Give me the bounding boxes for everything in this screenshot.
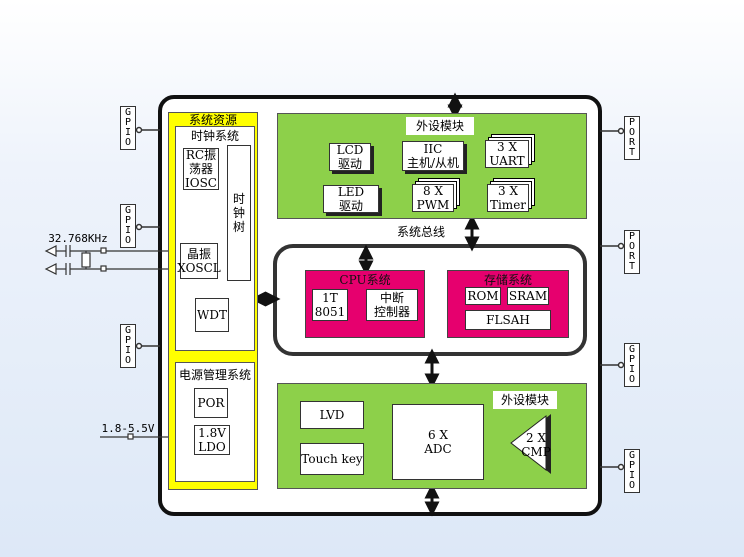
power-management-panel — [175, 362, 255, 482]
interrupt-controller-block: 中断 控制器 — [366, 289, 418, 321]
peripheral-top-title: 外设模块 — [406, 117, 474, 135]
touch-key-block: Touch key — [300, 443, 364, 475]
uart-block: 3 X UART — [485, 140, 529, 168]
system-resources-title: 系统资源 — [188, 113, 237, 127]
adc-block: 6 X ADC — [392, 404, 484, 480]
power-management-title: 电源管理系统 — [178, 368, 251, 382]
crystal-frequency-label: 32.768KHz — [48, 232, 108, 245]
storage-system-title: 存储系统 — [483, 273, 532, 287]
led-driver-block: LED 驱动 — [323, 185, 379, 213]
iic-block: IIC 主机/从机 — [402, 141, 464, 171]
supply-voltage-label: 1.8-5.5V — [101, 422, 155, 435]
rom-block: ROM — [465, 287, 501, 305]
wdt-block: WDT — [195, 298, 229, 332]
comparator-label: 2 X CMP — [521, 431, 551, 459]
pwm-block: 8 X PWM — [412, 184, 454, 212]
clock-tree-block: 时 钟 树 — [227, 145, 251, 281]
lcd-driver-block: LCD 驱动 — [329, 143, 371, 171]
system-bus-label: 系统总线 — [396, 225, 445, 239]
crystal-oscillator-block: 晶振 XOSCL — [177, 243, 221, 279]
ldo-block: 1.8V LDO — [194, 425, 230, 455]
sram-block: SRAM — [507, 287, 549, 305]
lvd-block: LVD — [300, 401, 364, 429]
cpu-core-block: 1T 8051 — [312, 289, 348, 321]
peripheral-bottom-title: 外设模块 — [493, 391, 557, 409]
cpu-system-title: CPU系统 — [339, 273, 391, 287]
clock-system-title: 时钟系统 — [190, 129, 239, 143]
flash-block: FLSAH — [465, 310, 551, 330]
timer-block: 3 X Timer — [487, 184, 529, 212]
por-block: POR — [194, 388, 228, 418]
rc-oscillator-block: RC振 荡器 IOSC — [183, 148, 219, 190]
